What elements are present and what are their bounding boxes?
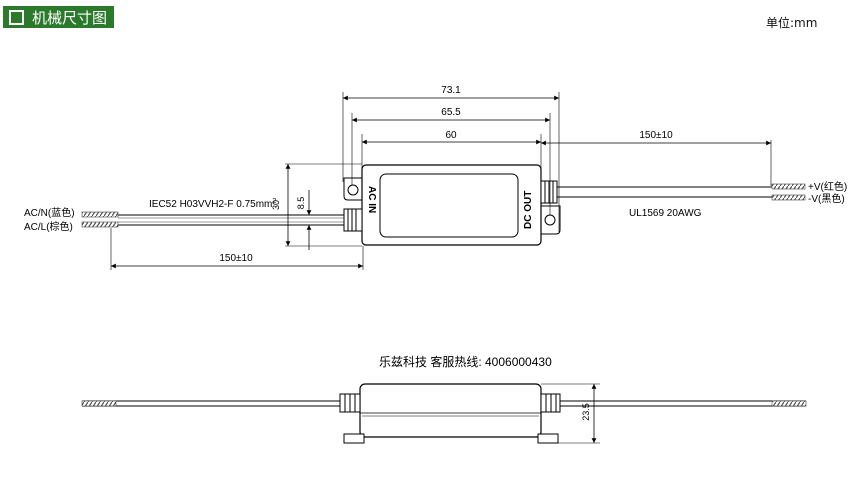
top-view: AC IN DC OUT — [24, 85, 847, 270]
unit-label: 单位:mm — [766, 16, 818, 30]
section-title-bar: 机械尺寸图 — [3, 6, 114, 28]
output-cable-spec: UL1569 20AWG — [629, 208, 702, 219]
dim-mount: 65.5 — [441, 107, 461, 118]
side-cables — [81, 400, 807, 407]
side-right-strain-relief — [540, 393, 561, 413]
right-mount-hole — [544, 214, 556, 226]
dc-out-label: DC OUT — [523, 191, 534, 229]
side-right-foot — [537, 433, 559, 444]
input-strain-relief — [343, 208, 363, 232]
ac-in-label: AC IN — [366, 186, 377, 213]
input-cable-spec-superscript: 2 — [272, 198, 276, 205]
wire-label-vminus: -V(黑色) — [808, 192, 845, 205]
side-left-foot — [343, 433, 365, 444]
side-body — [359, 383, 542, 438]
dim-body: 60 — [445, 130, 457, 141]
input-cable — [81, 211, 345, 228]
left-mount-hole — [347, 184, 359, 196]
wire-label-acl: AC/L(棕色) — [24, 220, 73, 233]
output-strain-relief — [540, 180, 558, 204]
label-window — [379, 173, 519, 238]
wire-label-acn: AC/N(蓝色) — [24, 206, 75, 219]
side-view: 乐兹科技 客服热线: 4006000430 — [81, 354, 807, 444]
dim-out-cable: 150±10 — [639, 130, 673, 141]
dim-pitch: 8.5 — [296, 197, 306, 210]
dim-overall: 73.1 — [441, 85, 461, 96]
section-title: 机械尺寸图 — [32, 8, 108, 27]
output-cable — [555, 183, 806, 201]
square-icon — [9, 9, 24, 25]
dim-height: 30 — [271, 200, 281, 210]
dim-thickness: 23.5 — [581, 403, 591, 421]
dim-in-cable: 150±10 — [219, 253, 253, 264]
wire-label-vplus: +V(红色) — [808, 180, 847, 193]
hotline-text: 乐兹科技 客服热线: 4006000430 — [379, 354, 552, 369]
side-left-strain-relief — [339, 393, 361, 413]
input-cable-spec: IEC52 H03VVH2-F 0.75mm2 — [149, 198, 276, 210]
